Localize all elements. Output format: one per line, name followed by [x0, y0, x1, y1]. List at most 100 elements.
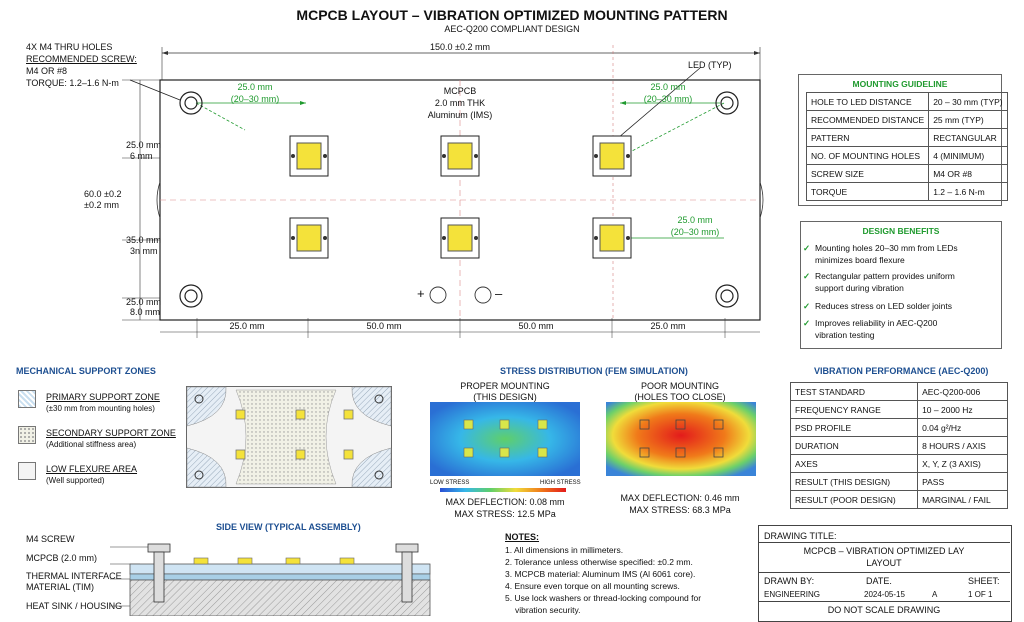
board-label-2: 2.0 mm THK	[434, 98, 486, 108]
secondary-zone-label: SECONDARY SUPPORT ZONE	[46, 428, 176, 438]
proper-mounting-title: PROPER MOUNTING	[460, 381, 550, 391]
benefit-item-3: ✓Reduces stress on LED solder joints	[803, 301, 953, 311]
green-dim-right-mid: 25.0 mm	[677, 215, 713, 225]
green-dim-right-top-range: (20–30 mm)	[643, 94, 693, 104]
page-subtitle: AEC-Q200 COMPLIANT DESIGN	[444, 24, 580, 34]
proper-deflection: MAX DEFLECTION: 0.08 mm	[445, 497, 565, 507]
table-row: RESULT (POOR DESIGN)MARGINAL / FAIL	[789, 490, 1008, 509]
design-benefits-title: DESIGN BENEFITS	[862, 226, 940, 236]
led-2	[440, 135, 480, 177]
note-5-cont: vibration security.	[515, 605, 581, 615]
poor-stress: MAX STRESS: 68.3 MPa	[629, 505, 731, 515]
left-dim-2-sub: 3n mm	[130, 246, 158, 256]
led-1	[289, 135, 329, 177]
mounting-hole-br	[715, 284, 739, 308]
check-icon: ✓	[803, 301, 811, 311]
poor-mounting-title: POOR MOUNTING	[641, 381, 719, 391]
scale-high-label: HIGH STRESS	[540, 480, 581, 486]
poor-mounting-sub: (HOLES TOO CLOSE)	[634, 392, 726, 402]
side-label-tim-2: MATERIAL (TIM)	[26, 582, 94, 592]
green-dim-right-mid-range: (20–30 mm)	[670, 227, 720, 237]
side-view-title: SIDE VIEW (TYPICAL ASSEMBLY)	[216, 522, 361, 532]
title-block-footer: DO NOT SCALE DRAWING	[827, 605, 941, 615]
poor-deflection: MAX DEFLECTION: 0.46 mm	[620, 493, 740, 503]
design-benefits-box: DESIGN BENEFITS ✓Mounting holes 20–30 mm…	[800, 221, 1002, 349]
page-title: MCPCB LAYOUT – VIBRATION OPTIMIZED MOUNT…	[296, 7, 728, 23]
revision: A	[932, 590, 938, 599]
secondary-zone-desc: (Additional stiffness area)	[46, 440, 137, 449]
note-1: 1. All dimensions in millimeters.	[505, 545, 624, 555]
primary-zone-desc: (±30 mm from mounting holes)	[46, 404, 155, 413]
left-dim-2: 35.0 mm	[126, 235, 162, 245]
overall-width-dim: 150.0 ±0.2 mm	[430, 42, 490, 52]
bottom-dim-4: 25.0 mm	[650, 321, 686, 331]
bottom-dim-2: 50.0 mm	[366, 321, 402, 331]
note-5: 5. Use lock washers or thread-locking co…	[505, 593, 702, 603]
polarity-plus: +	[417, 286, 425, 301]
drawn-by-label: DRAWN BY:	[764, 576, 815, 586]
check-icon: ✓	[803, 243, 811, 253]
polarity-minus: –	[495, 286, 503, 301]
support-zones-diagram	[186, 386, 392, 488]
led-3	[592, 135, 632, 177]
left-dim-3-sub: 8.0 mm	[130, 307, 161, 317]
drawn-by: ENGINEERING	[764, 590, 821, 599]
side-label-mcpcb: MCPCB (2.0 mm)	[26, 553, 98, 563]
holes-note-1: 4X M4 THRU HOLES	[26, 42, 113, 52]
left-dim-3: 25.0 mm	[126, 297, 162, 307]
poor-mounting-heatmap	[606, 402, 756, 476]
support-zones-title: MECHANICAL SUPPORT ZONES	[16, 366, 156, 376]
led-label: LED (TYP)	[688, 60, 732, 70]
check-icon: ✓	[803, 318, 811, 328]
holes-note-4: TORQUE: 1.2–1.6 N-m	[26, 78, 119, 88]
mounting-hole-tl	[179, 91, 203, 115]
stress-title: STRESS DISTRIBUTION (FEM SIMULATION)	[500, 366, 688, 376]
led-6	[592, 217, 632, 259]
date-value: 2024-05-15	[864, 590, 905, 599]
notes-title: NOTES:	[505, 532, 540, 542]
holes-note-3: M4 OR #8	[26, 66, 68, 76]
primary-zone-swatch	[18, 390, 36, 408]
mounting-hole-bl	[179, 284, 203, 308]
green-dim-left-range: (20–30 mm)	[230, 94, 280, 104]
drawing-title-label: DRAWING TITLE:	[764, 531, 837, 541]
bottom-dim-3: 50.0 mm	[518, 321, 554, 331]
green-dim-left: 25.0 mm	[237, 82, 273, 92]
overall-height-dim: 60.0 ±0.2	[84, 189, 122, 199]
note-2: 2. Tolerance unless otherwise specified:…	[505, 557, 693, 567]
stress-color-scale	[440, 488, 566, 492]
secondary-zone-swatch	[18, 426, 36, 444]
table-row: RESULT (THIS DESIGN)PASS	[789, 472, 1008, 491]
scale-low-label: LOW STRESS	[430, 480, 470, 486]
bottom-dim-1: 25.0 mm	[229, 321, 265, 331]
led-4	[289, 217, 329, 259]
side-label-heatsink: HEAT SINK / HOUSING	[26, 601, 123, 611]
side-view-diagram	[110, 543, 431, 616]
mounting-hole-tr	[715, 91, 739, 115]
primary-zone-label: PRIMARY SUPPORT ZONE	[46, 392, 160, 402]
note-3: 3. MCPCB material: Aluminum IMS (Al 6061…	[505, 569, 696, 579]
vibration-title: VIBRATION PERFORMANCE (AEC-Q200)	[814, 366, 989, 376]
check-icon: ✓	[803, 271, 811, 281]
board-label-1: MCPCB	[443, 86, 477, 96]
left-dim-1: 25.0 mm	[126, 140, 162, 150]
sheet-value: 1 OF 1	[968, 590, 993, 599]
proper-mounting-heatmap	[430, 402, 580, 476]
low-flexure-label: LOW FLEXURE AREA	[46, 464, 138, 474]
mounting-guideline-title: MOUNTING GUIDELINE	[852, 79, 948, 89]
green-dim-right-top: 25.0 mm	[650, 82, 686, 92]
drawing-title-1: MCPCB – VIBRATION OPTIMIZED LAY	[803, 546, 965, 556]
side-label-screw: M4 SCREW	[26, 534, 75, 544]
left-dim-1-sub: 6 mm	[130, 151, 153, 161]
